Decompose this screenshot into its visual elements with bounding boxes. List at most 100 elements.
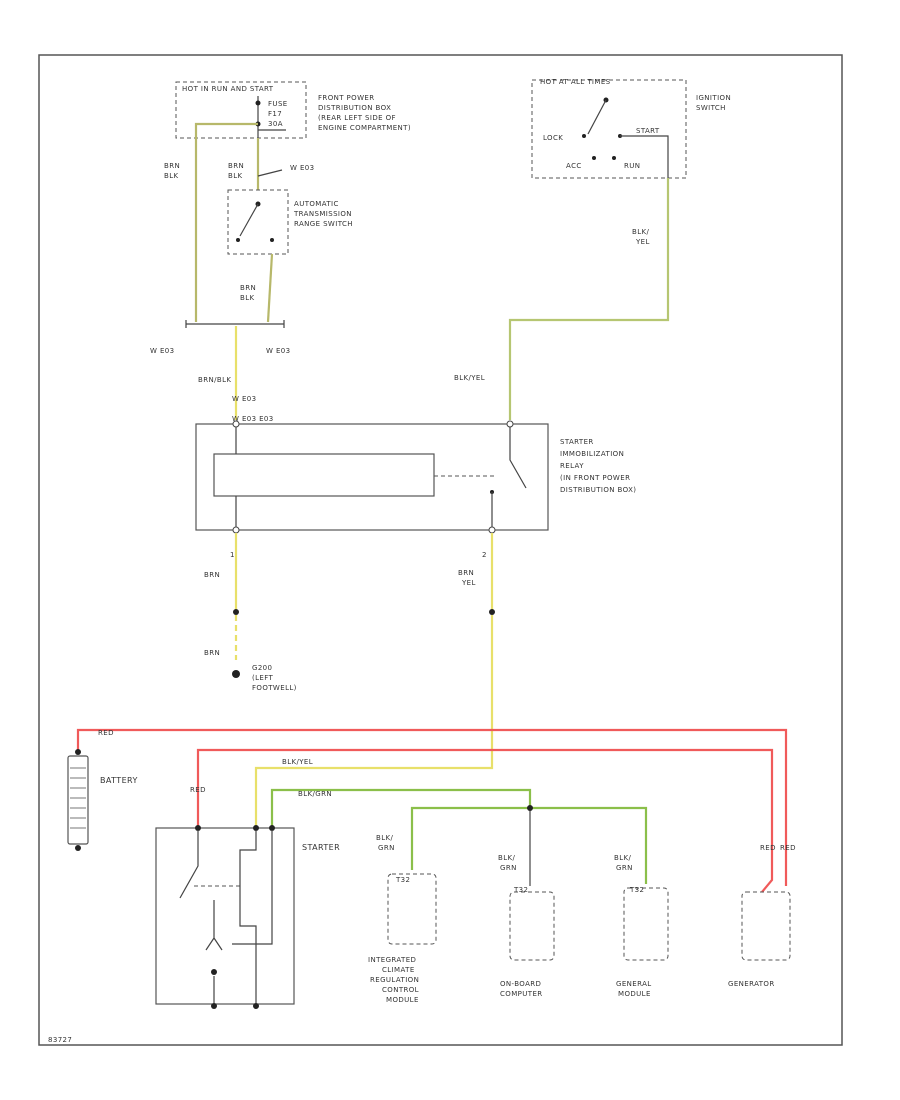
trs-label-2: TRANSMISSION — [293, 210, 352, 218]
gm-label-2: MODULE — [618, 990, 651, 998]
wire-label-blk-1: BLK/ — [376, 834, 393, 842]
trs-label-1: AUTOMATIC — [294, 200, 339, 208]
relay-pin-1 — [232, 526, 240, 534]
splice-dot-brn-yel — [489, 609, 495, 615]
wire-blk-grn-main — [270, 788, 532, 826]
fuse-box — [175, 81, 307, 139]
wire-blk-yel-ignition — [508, 178, 670, 420]
relay-housing — [195, 423, 549, 531]
battery-positive — [75, 749, 81, 755]
wire-label-red-gen-1: RED — [760, 844, 776, 852]
ignition-switch-box — [531, 79, 687, 179]
ignition-switch-arm — [587, 99, 607, 135]
starter-solenoid-coil — [239, 830, 257, 1004]
relay-label-2: IMMOBILIZATION — [560, 450, 624, 458]
wire-label-red-gen-2: RED — [780, 844, 796, 852]
wire-label-red-v: RED — [190, 786, 206, 794]
starter-terminal-50 — [253, 825, 259, 831]
wire-label-brn-mid: BRN — [228, 162, 244, 170]
wire-label-brn-blk-slash: BRN/BLK — [198, 376, 231, 384]
wire-label-brn-b2: BRN — [458, 569, 474, 577]
w-e03-leader — [257, 169, 283, 177]
hot-at-all-times-label: HOT AT ALL TIMES — [540, 78, 611, 86]
trs-terminal-right — [270, 238, 274, 242]
wire-label-grn-3: GRN — [616, 864, 633, 872]
obc-box — [509, 891, 555, 961]
relay-coil — [213, 453, 435, 497]
obc-pin: T32 — [513, 886, 528, 894]
wire-label-blk-mid: BLK — [228, 172, 243, 180]
ignition-start-label: START — [636, 127, 660, 135]
g200-loc-2: FOOTWELL) — [252, 684, 297, 692]
wire-label-brn-b: BRN — [204, 649, 220, 657]
wire-label-blk-grn-h: BLK/GRN — [298, 790, 332, 798]
wire-red-battery-generator — [76, 728, 788, 886]
starter-terminal-b — [269, 825, 275, 831]
splice-dot-brn — [233, 609, 239, 615]
relay-label-3: RELAY — [560, 462, 584, 470]
w-e03-label-b: W E03 — [150, 347, 174, 355]
wire-brn-blk-left — [194, 122, 258, 322]
pin-1-label: 1 — [230, 551, 235, 559]
ignition-label-1: IGNITION — [696, 94, 731, 102]
ground-g200 — [232, 670, 240, 678]
generator-label: GENERATOR — [728, 980, 775, 988]
footer-code: 83727 — [48, 1036, 72, 1044]
battery-label: BATTERY — [100, 776, 138, 785]
ignition-run-label: RUN — [624, 162, 640, 170]
wire-label-blk-lower: BLK — [240, 294, 255, 302]
starter-housing — [155, 827, 295, 1005]
wire-label-grn-2: GRN — [500, 864, 517, 872]
wire-label-brn-lower: BRN — [240, 284, 256, 292]
ignition-run-terminal — [612, 156, 616, 160]
trs-arm — [239, 203, 259, 237]
splice-bar-ends — [185, 320, 285, 328]
starter-contact — [179, 830, 199, 899]
wire-red-starter-generator — [196, 748, 774, 893]
front-power-line-2: DISTRIBUTION BOX — [318, 104, 391, 112]
fuse-terminal-top — [255, 100, 261, 106]
front-power-line-3: (REAR LEFT SIDE OF — [318, 114, 396, 122]
icrcm-pin: T32 — [395, 876, 410, 884]
icrcm-box — [387, 873, 437, 945]
battery-body — [67, 755, 89, 845]
battery-cells — [70, 767, 86, 829]
icrcm-label-1: INTEGRATED — [368, 956, 416, 964]
relay-label-1: STARTER — [560, 438, 594, 446]
w-e03-label-c: W E03 — [266, 347, 290, 355]
front-power-line-4: ENGINE COMPARTMENT) — [318, 124, 411, 132]
icrcm-label-3: REGULATION — [370, 976, 419, 984]
starter-motor-symbol — [205, 900, 223, 951]
wire-label-blk-ign: BLK/ — [632, 228, 649, 236]
icrcm-label-5: MODULE — [386, 996, 419, 1004]
ignition-start-trace — [620, 135, 669, 178]
diagram-border — [38, 54, 843, 1046]
generator-box — [741, 891, 791, 961]
ignition-lock-label: LOCK — [543, 134, 563, 142]
wire-blk-yel-to-starter — [254, 615, 494, 826]
battery-negative — [75, 845, 81, 851]
relay-pin-top-left — [232, 420, 240, 428]
trs-label-3: RANGE SWITCH — [294, 220, 353, 228]
wire-label-blk-3: BLK/ — [614, 854, 631, 862]
g200-loc-1: (LEFT — [252, 674, 274, 682]
wire-label-grn-1: GRN — [378, 844, 395, 852]
obc-label-2: COMPUTER — [500, 990, 543, 998]
starter-terminal-30 — [195, 825, 201, 831]
obc-label-1: ON-BOARD — [500, 980, 541, 988]
relay-pin-2 — [488, 526, 496, 534]
w-e03-label-a: W E03 — [290, 164, 314, 172]
wire-label-yel-ign: YEL — [635, 238, 650, 246]
relay-label-5: DISTRIBUTION BOX) — [560, 486, 636, 494]
pin-2-label: 2 — [482, 551, 487, 559]
fuse-number: F17 — [268, 110, 282, 118]
wire-label-brn-a: BRN — [204, 571, 220, 579]
hot-run-start-label: HOT IN RUN AND START — [182, 85, 274, 93]
icrcm-label-2: CLIMATE — [382, 966, 415, 974]
wire-brn-blk-lower — [266, 253, 274, 323]
starter-motor-terminal — [211, 969, 217, 975]
general-module-box — [623, 887, 669, 961]
starter-ground-1 — [211, 1003, 217, 1009]
ignition-acc-label: ACC — [566, 162, 582, 170]
